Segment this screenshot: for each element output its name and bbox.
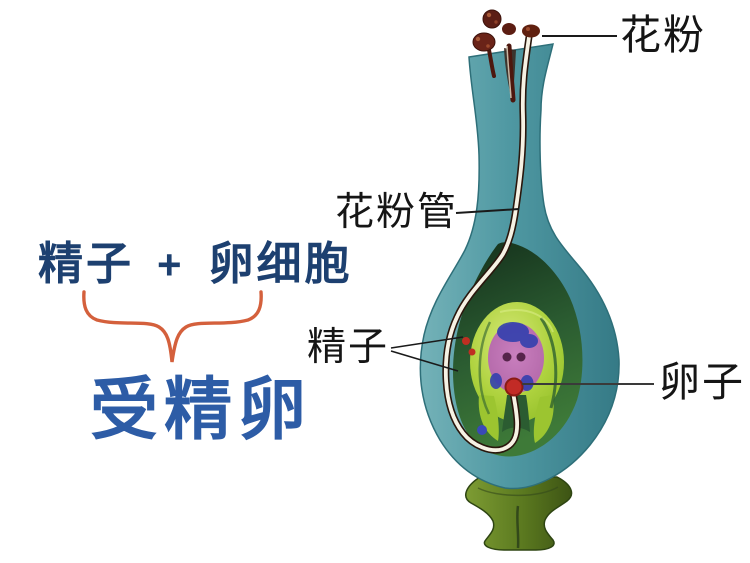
- equation-sperm-term: 精子: [38, 238, 135, 289]
- sperm-label: 精子: [307, 326, 390, 369]
- pollen-label: 花粉: [620, 12, 706, 58]
- embryo-sac-blue-patches: [490, 322, 538, 391]
- sperm-cells: [462, 337, 476, 356]
- pollen-tube-label: 花粉管: [335, 191, 459, 234]
- egg-label: 卵子: [659, 359, 745, 405]
- polar-nuclei: [502, 352, 526, 362]
- leader-line-sperm-lower: [390, 350, 459, 372]
- underbrace: [82, 290, 263, 363]
- egg-cell-dot: [504, 377, 524, 397]
- leader-lines: [390, 35, 654, 385]
- pollen-grains: [472, 9, 540, 103]
- fertilized-egg-result: 受精卵: [90, 370, 313, 450]
- tube-blue-cell: [477, 425, 487, 435]
- pollen-tube-path: [442, 33, 533, 454]
- leader-line-sperm-upper: [390, 336, 464, 349]
- receptacle: [465, 476, 573, 551]
- plus-sign: +: [157, 241, 185, 288]
- fertilization-equation: 精子 + 卵细胞: [38, 241, 353, 286]
- leader-line-pollen-tube: [455, 208, 520, 214]
- equation-egg-cell-term: 卵细胞: [208, 238, 353, 289]
